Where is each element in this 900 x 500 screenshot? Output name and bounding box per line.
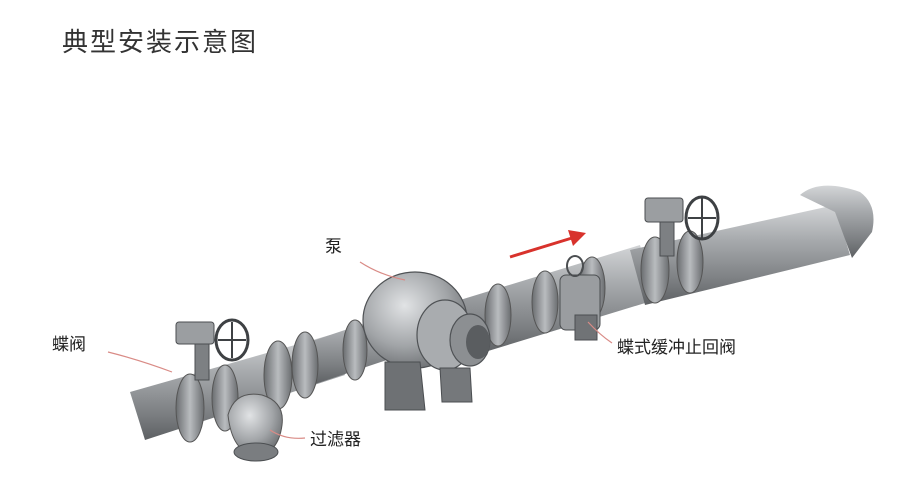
label-filter: 过滤器: [310, 430, 361, 450]
leader-filter: [269, 429, 306, 439]
leader-lines: [107, 261, 613, 439]
label-butterfly-valve: 蝶阀: [52, 335, 86, 355]
filter-body: [227, 393, 283, 462]
check-valve-body: [559, 255, 601, 341]
flow-direction-arrow: [509, 230, 586, 259]
label-pump: 泵: [325, 237, 342, 257]
handwheel-icon: [214, 318, 250, 362]
leader-check: [587, 321, 613, 344]
handwheel-icon: [684, 195, 720, 241]
butterfly-valve-left: [175, 318, 250, 381]
diagram-title: 典型安装示意图: [62, 28, 259, 58]
leader-butterfly: [107, 351, 173, 373]
butterfly-valve-right: [644, 195, 720, 257]
label-check-valve: 蝶式缓冲止回阀: [617, 338, 736, 358]
pump-body: [362, 271, 491, 411]
leader-pump: [359, 261, 406, 281]
